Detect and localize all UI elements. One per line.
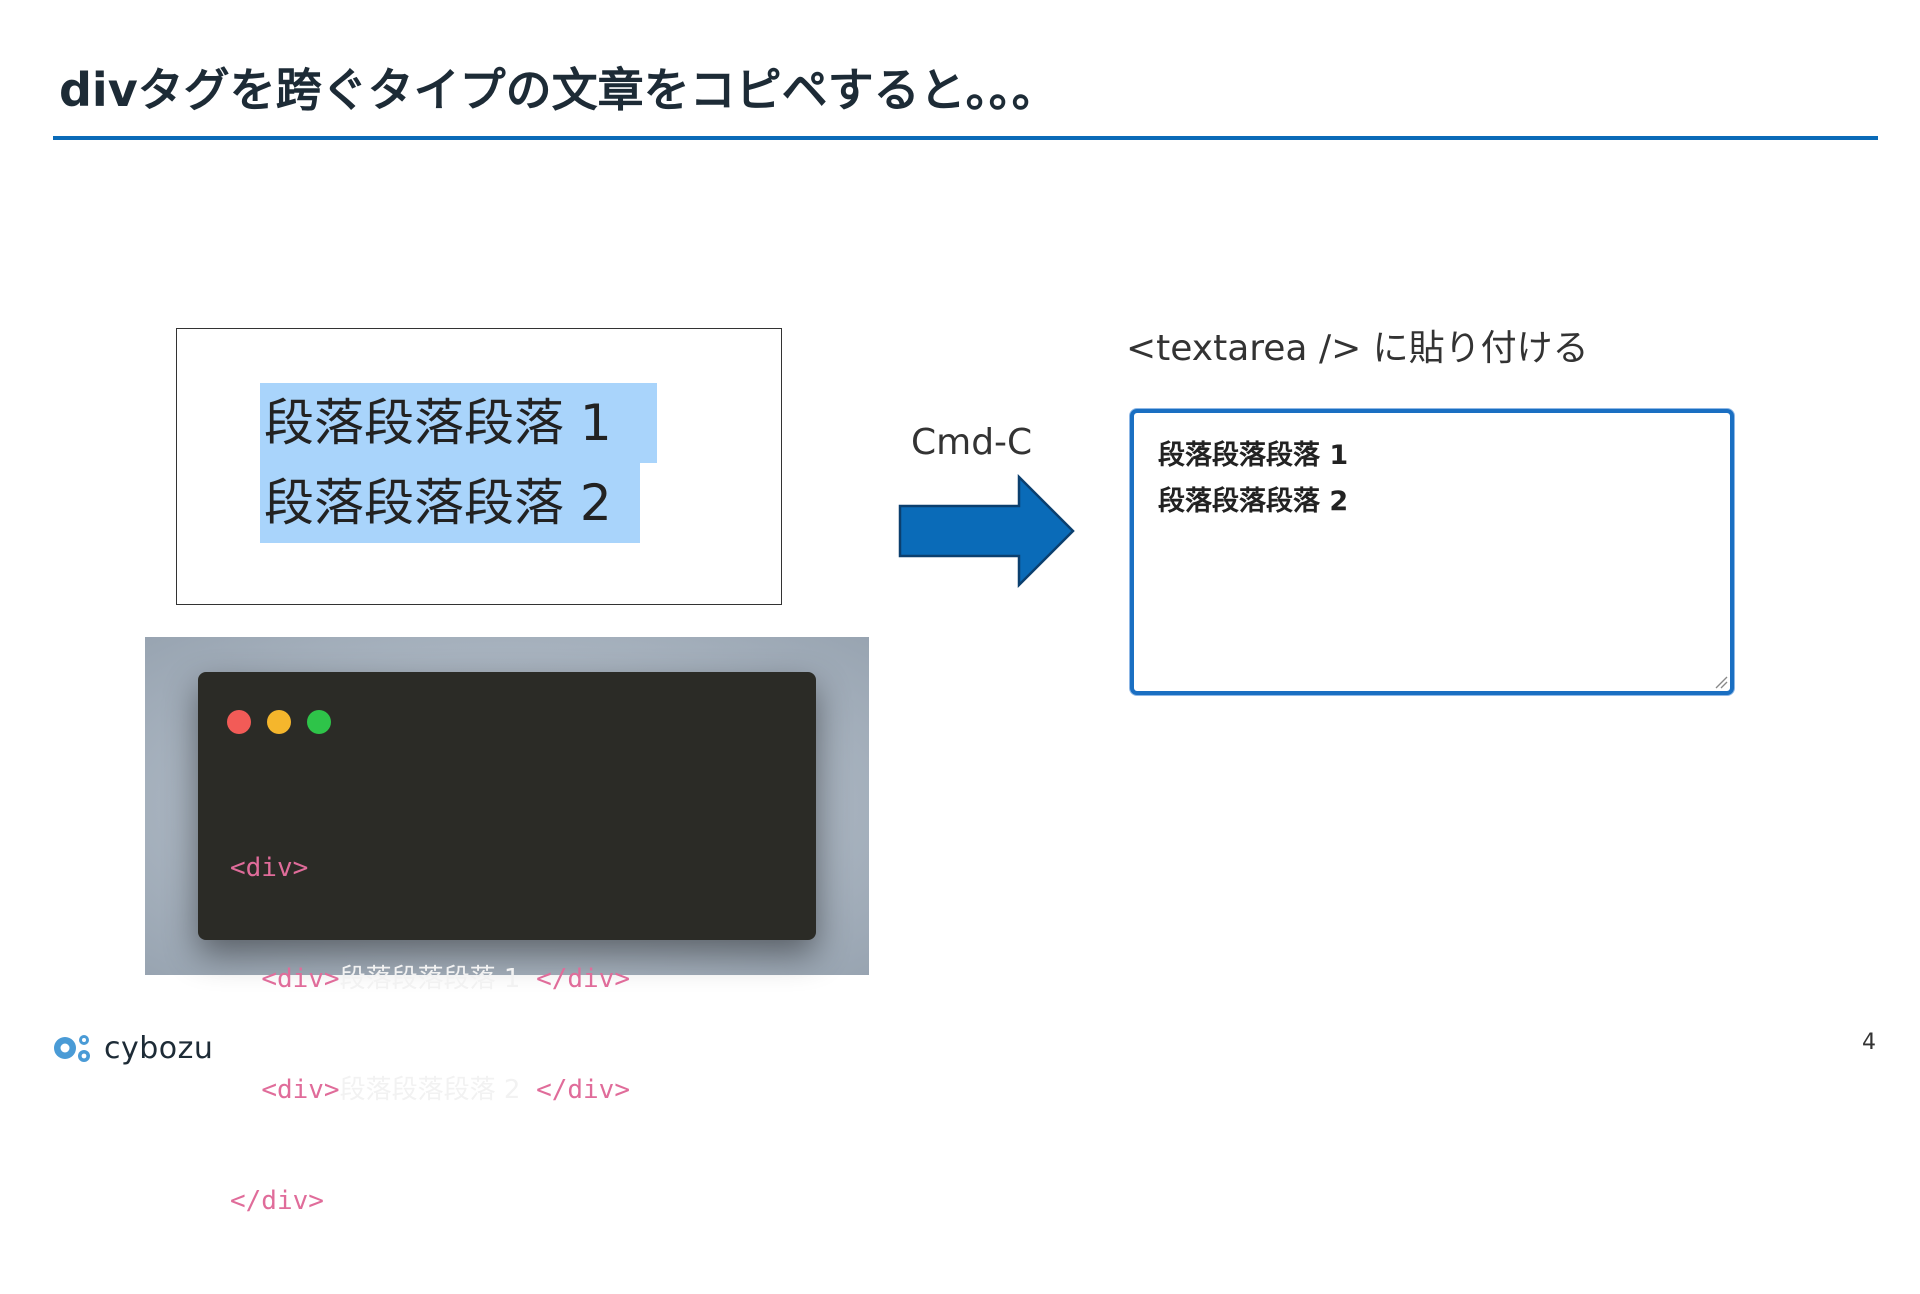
slide-title: divタグを跨ぐタイプの文章をコピペすると。。。 [59,63,1058,117]
page-number: 4 [1862,1030,1876,1055]
code-tag: </div> [230,1186,324,1216]
textarea-line-2: 段落段落段落 2 [1158,486,1349,517]
code-tag: <div> [261,964,340,994]
cybozu-logo-icon [54,1035,90,1062]
code-text: 段落段落段落 1 [339,964,521,994]
code-block: <div> <div>段落段落段落 1 </div> <div>段落段落段落 2… [230,776,630,1294]
textarea-line-1: 段落段落段落 1 [1158,440,1349,471]
code-line-2: <div>段落段落段落 1 </div> [230,961,630,998]
copy-shortcut-label: Cmd-C [911,422,1033,463]
close-dot-icon [227,710,251,734]
arrow-right-icon [898,473,1075,589]
title-underline [53,136,1878,140]
code-tag: </div> [536,964,630,994]
paste-textarea[interactable]: 段落段落段落 1 段落段落段落 2 [1130,409,1734,695]
code-window: <div> <div>段落段落段落 1 </div> <div>段落段落段落 2… [198,672,816,1216]
selected-paragraph-2[interactable]: 段落段落段落 2 [260,463,640,543]
minimize-dot-icon [267,710,291,734]
cybozu-logo: cybozu [52,1028,213,1068]
resize-handle-icon[interactable] [1712,673,1728,689]
logo-wordmark: cybozu [104,1030,214,1066]
code-tag: <div> [230,853,309,883]
code-line-3: <div>段落段落段落 2 </div> [230,1072,630,1109]
code-line-1: <div> [230,850,630,887]
textarea-caption: <textarea /> に貼り付ける [1126,328,1589,369]
selected-paragraph-1[interactable]: 段落段落段落 1 [260,383,657,463]
code-line-4: </div> [230,1183,630,1220]
rendered-output-panel: 段落段落段落 1 段落段落段落 2 [176,328,782,605]
maximize-dot-icon [307,710,331,734]
